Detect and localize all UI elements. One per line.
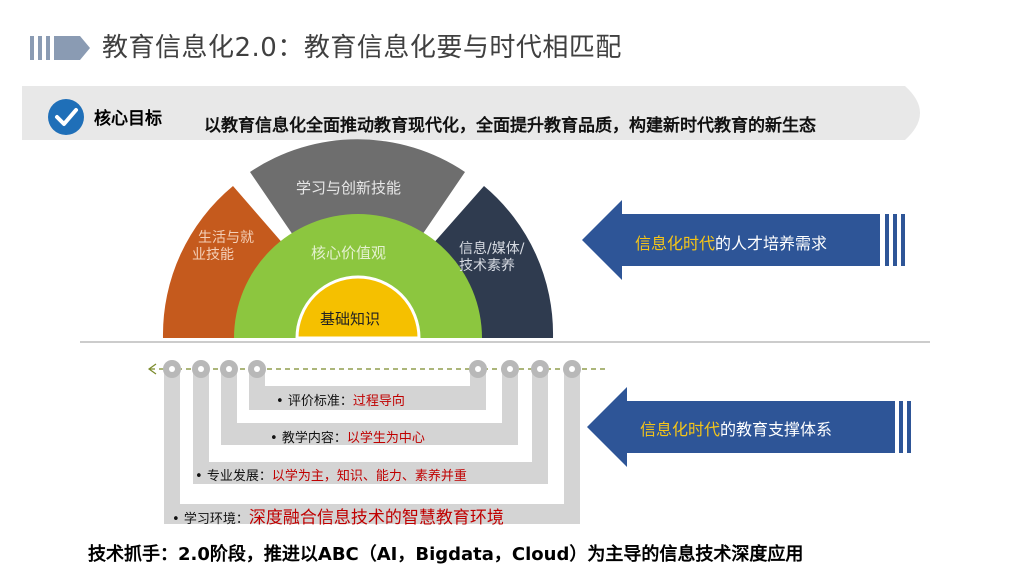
item-brackets (164, 369, 580, 524)
title-bars-icon (30, 36, 90, 60)
bullet: • (195, 469, 203, 484)
bullet: • (276, 394, 284, 409)
item-label: 专业发展： (206, 469, 272, 484)
label-core-values: 核心价值观 (311, 244, 387, 262)
goal-text: 以教育信息化全面推动教育现代化，全面提升教育品质，构建新时代教育的新生态 (204, 116, 816, 136)
item-value: 以学生为中心 (346, 431, 425, 446)
bullet: • (172, 512, 180, 527)
item-value: 过程导向 (352, 394, 405, 409)
label-info-literacy-line1: 信息/媒体/ (459, 241, 525, 257)
item-development: • 专业发展：以学为主，知识、能力、素养并重 (195, 465, 467, 484)
semicircle-diagram (162, 139, 554, 340)
label-basic-knowledge: 基础知识 (320, 310, 381, 328)
checkmark-circle-icon (48, 99, 84, 135)
item-value: 以学为主，知识、能力、素养并重 (271, 469, 467, 484)
label-life-skills-line1: 生活与就 (198, 230, 254, 246)
goal-band (22, 86, 920, 140)
item-environment: • 学习环境：深度融合信息技术的智慧教育环境 (172, 503, 504, 528)
bullet: • (270, 431, 278, 446)
goal-label: 核心目标 (94, 109, 162, 129)
segment-innovation (250, 139, 465, 238)
timeline-arrowhead (147, 363, 157, 375)
label-life-skills-line2: 业技能 (192, 247, 234, 263)
left-arrow-icon (582, 200, 880, 280)
label-info-literacy: 信息/媒体/ 技术素养 (459, 241, 524, 275)
arrow-text-talent: 信息化时代的人才培养需求 (635, 230, 827, 254)
arrow-text-talent-rest: 的人才培养需求 (715, 234, 828, 253)
arrow-text-support-highlight: 信息化时代 (640, 420, 721, 439)
item-evaluation: • 评价标准：过程导向 (276, 390, 405, 409)
item-label: 教学内容： (281, 431, 347, 446)
item-label: 学习环境： (183, 512, 249, 527)
page-title: 教育信息化2.0：教育信息化要与时代相匹配 (102, 33, 622, 63)
segment-basic-knowledge (295, 275, 421, 340)
left-arrow-icon (587, 387, 895, 467)
label-life-skills: 生活与就 业技能 (192, 230, 254, 264)
item-content: • 教学内容：以学生为中心 (270, 427, 425, 446)
label-info-literacy-line2: 技术素养 (459, 258, 515, 274)
arrow-text-support: 信息化时代的教育支撑体系 (640, 416, 832, 440)
bottom-line: 技术抓手：2.0阶段，推进以ABC（AI，Bigdata，Cloud）为主导的信… (88, 544, 804, 565)
item-value: 深度融合信息技术的智慧教育环境 (248, 508, 504, 528)
item-label: 评价标准： (287, 394, 353, 409)
label-innovation: 学习与创新技能 (296, 179, 402, 197)
arrow-text-support-rest: 的教育支撑体系 (720, 420, 833, 439)
arrow-text-talent-highlight: 信息化时代 (635, 234, 716, 253)
node-icon (163, 360, 581, 378)
